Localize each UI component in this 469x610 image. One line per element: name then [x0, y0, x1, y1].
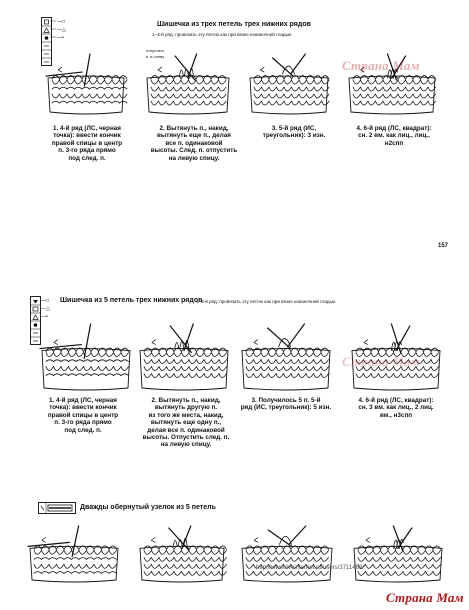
chart-legend-2 — [30, 296, 41, 345]
illustration-3-1 — [27, 524, 120, 583]
caption-1-2: 2. Вытянуть п., накид,вытянуть еще п., д… — [150, 125, 238, 162]
illustration-2-1 — [39, 322, 132, 391]
caption-1-4: 4. 6-й ряд (ЛС, квадрат):сн. 2 вм. как л… — [356, 125, 432, 147]
svg-text:—□: —□ — [57, 19, 65, 25]
svg-text:—•: —• — [41, 314, 48, 320]
needle-label-2: п. в слеву — [146, 54, 165, 59]
caption-2-4: 4. 6-й ряд (ЛС, квадрат):сн. 3 вм. как л… — [358, 397, 434, 419]
legend-leaders-1: —□ —△ —• — [50, 17, 70, 67]
illustration-1-2 — [145, 52, 231, 115]
illustration-2-3 — [240, 322, 332, 391]
illustration-1-3 — [248, 52, 330, 115]
illustration-1-1 — [45, 52, 128, 115]
section3-title: Дважды обернутый узелок из 5 петель — [80, 504, 216, 511]
section1-subtitle: 1–3-й ряд: провязать эту петлю как при в… — [152, 32, 292, 37]
svg-text:—△: —△ — [57, 27, 66, 33]
chart-legend-1 — [41, 17, 52, 66]
watermark-logo-faint-2: Страна Мам — [342, 354, 420, 369]
watermark-url: http://www.liveinternet.ru/users/3711483… — [256, 565, 364, 571]
section1-title: Шишечка из трех петель трех нижних рядов — [157, 21, 311, 28]
caption-2-2: 2. Вытянуть п., накид,вытянуть другую п.… — [142, 397, 230, 449]
illustration-2-2 — [138, 322, 230, 391]
section2-subtitle: 1–3-й ряд: провязать эту петлю как при в… — [196, 299, 336, 304]
watermark-logo: Страна Мам — [386, 590, 464, 605]
page-number: 157 — [438, 243, 449, 249]
chart-legend-3 — [38, 502, 76, 514]
illustration-2-4 — [350, 322, 442, 391]
caption-1-3: 3. 5-й ряд (ИС,треугольник): 3 изн. — [262, 125, 326, 140]
illustration-3-4 — [352, 524, 444, 583]
legend-leaders-2: —□ —△ —• — [39, 296, 59, 346]
svg-text:—△: —△ — [41, 306, 50, 312]
illustration-1-4 — [347, 52, 437, 115]
section2-title: Шишечка из 5 петель трех нижних рядов — [60, 297, 203, 304]
svg-text:—□: —□ — [41, 298, 49, 304]
illustration-3-2 — [138, 524, 227, 583]
needle-label: отпустить — [146, 48, 165, 53]
illustration-3-3 — [240, 524, 334, 583]
watermark-logo-faint: Страна Мам — [342, 58, 420, 73]
svg-text:—•: —• — [57, 35, 64, 41]
